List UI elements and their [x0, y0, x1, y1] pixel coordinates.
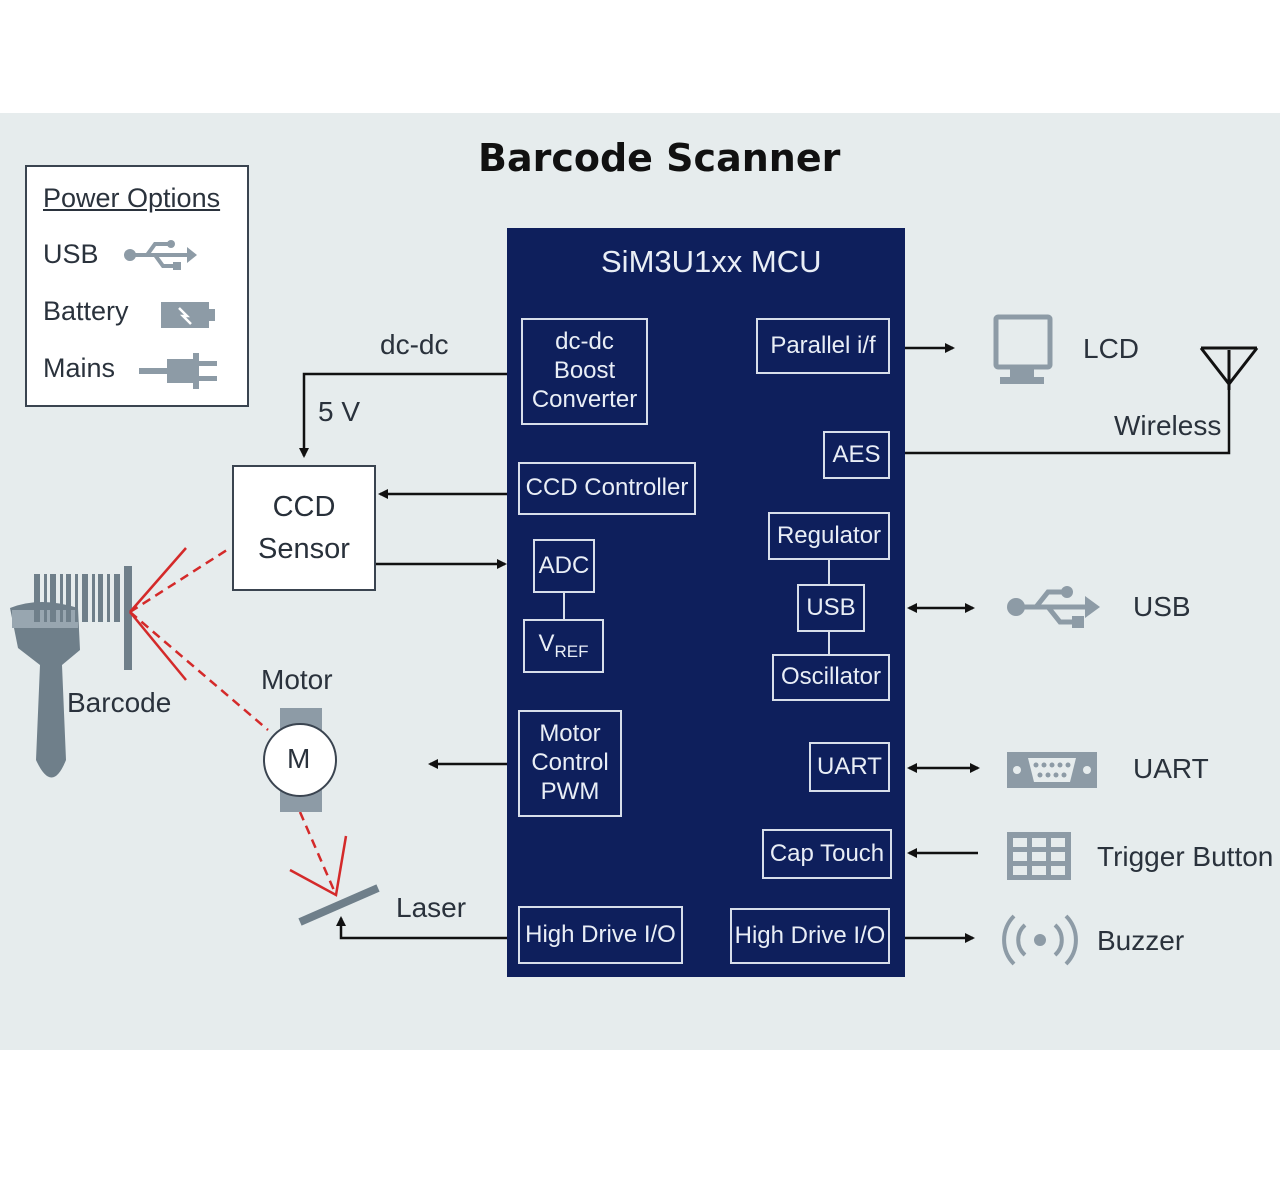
cap-touch-block: Cap Touch — [762, 829, 892, 879]
ccd-sensor-line-2: Sensor — [258, 533, 350, 565]
vref-label: VREF — [538, 630, 588, 662]
oscillator-block: Oscillator — [772, 654, 890, 701]
regulator-label: Regulator — [776, 521, 882, 549]
dcdc-boost-converter: dc-dc Boost Converter — [521, 318, 648, 425]
dcdc-wire — [299, 372, 507, 458]
motor-label: Motor — [261, 664, 333, 695]
keypad-icon — [1007, 832, 1071, 880]
uart-label: UART — [1133, 753, 1209, 784]
dcdc-line-3: Converter — [531, 385, 638, 413]
high-drive-right-label: High Drive I/O — [734, 921, 886, 949]
plug-icon — [139, 353, 217, 389]
power-options-heading: Power Options — [43, 183, 221, 213]
usb-block-label: USB — [806, 593, 856, 621]
regulator-usb-link — [828, 560, 830, 586]
motor-control-pwm-block: Motor Control PWM — [518, 710, 622, 817]
laser-mirror — [298, 884, 380, 926]
motor-control-line-1: Motor — [539, 720, 601, 748]
mcu-title: SiM3U1xx MCU — [601, 244, 822, 279]
lcd-label: LCD — [1083, 333, 1140, 364]
high-drive-io-right: High Drive I/O — [730, 908, 890, 964]
high-drive-io-left: High Drive I/O — [518, 906, 683, 964]
power-battery-label: Battery — [43, 296, 129, 326]
power-options-legend: Power Options USB Battery Mains — [25, 165, 249, 407]
motor-symbol: M — [287, 743, 311, 774]
laser-beams — [129, 546, 348, 897]
usb-block: USB — [797, 584, 865, 632]
oscillator-label: Oscillator — [780, 663, 882, 691]
usb-right-icon — [1007, 586, 1100, 628]
diagram-title: Barcode Scanner — [478, 136, 841, 180]
dcdc-label: dc-dc — [380, 329, 449, 360]
motor-icon — [263, 708, 337, 812]
ccd-controller-label: CCD Controller — [525, 474, 689, 502]
uart-block: UART — [809, 742, 890, 792]
adc-vref-link — [563, 593, 565, 619]
monitor-icon — [993, 314, 1053, 384]
battery-icon — [161, 302, 215, 328]
adc-label: ADC — [538, 551, 590, 579]
dcdc-line-1: dc-dc — [555, 328, 614, 356]
ccd-sensor-line-1: CCD — [272, 490, 336, 523]
motor-control-line-3: PWM — [540, 777, 600, 805]
barcode-label: Barcode — [67, 687, 172, 718]
trigger-button-label: Trigger Button — [1097, 841, 1274, 872]
vref-block: VREF — [523, 619, 604, 673]
cap-touch-label: Cap Touch — [769, 839, 885, 867]
parallel-label: Parallel i/f — [770, 331, 876, 359]
laser-wire — [336, 916, 507, 940]
ccd-controller-block: CCD Controller — [518, 462, 696, 515]
usb-label: USB — [1133, 591, 1191, 622]
serial-port-icon — [1007, 752, 1097, 788]
high-drive-left-label: High Drive I/O — [525, 920, 676, 948]
regulator-block: Regulator — [768, 512, 890, 560]
aes-label: AES — [832, 440, 881, 468]
power-usb-label: USB — [43, 239, 99, 269]
parallel-if-block: Parallel i/f — [756, 318, 890, 374]
wireless-label: Wireless — [1114, 410, 1222, 441]
mcu-block: SiM3U1xx MCU dc-dc Boost Converter CCD C… — [507, 228, 905, 977]
dcdc-line-2: Boost — [553, 357, 616, 385]
usb-oscillator-link — [828, 632, 830, 656]
laser-label: Laser — [396, 892, 467, 923]
vref-main: V — [538, 629, 555, 657]
usb-icon — [124, 240, 197, 270]
antenna-icon — [1199, 346, 1259, 390]
vref-sub: REF — [554, 641, 589, 661]
buzzer-icon — [1002, 914, 1078, 966]
five-volt-label: 5 V — [318, 396, 361, 427]
ccd-sensor: CCD Sensor — [232, 465, 376, 591]
buzzer-label: Buzzer — [1097, 925, 1185, 956]
wireless-wire — [905, 370, 1231, 455]
barcode-icon — [34, 566, 132, 670]
uart-block-label: UART — [817, 752, 882, 780]
power-mains-label: Mains — [43, 353, 116, 383]
adc-block: ADC — [533, 539, 595, 593]
motor-control-line-2: Control — [531, 749, 609, 777]
aes-block: AES — [823, 431, 890, 479]
